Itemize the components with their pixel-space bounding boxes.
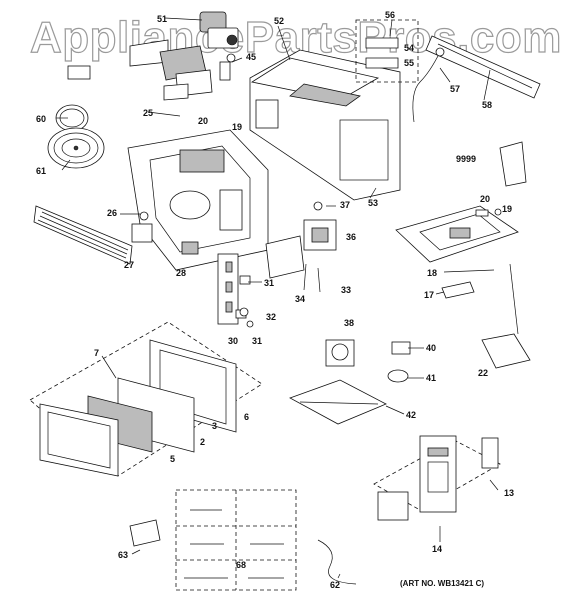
callout-37: 37 <box>340 200 350 210</box>
door-parts <box>39 339 237 477</box>
transformer <box>303 219 337 251</box>
part-34 <box>303 263 307 291</box>
fan-motor-part <box>129 11 239 101</box>
callout-5: 5 <box>170 454 175 464</box>
callout-38: 38 <box>344 318 354 328</box>
callout-36: 36 <box>346 232 356 242</box>
callout-54: 54 <box>404 43 414 53</box>
outer-case <box>249 49 401 201</box>
part-17 <box>441 281 475 299</box>
callout-14: 14 <box>432 544 442 554</box>
callout-33: 33 <box>341 285 351 295</box>
callout-19: 19 <box>232 122 242 132</box>
callout-31: 31 <box>264 278 274 288</box>
callout-20: 20 <box>198 116 208 126</box>
callout-55: 55 <box>404 58 414 68</box>
door-group-outline <box>29 321 263 477</box>
capacitor-41 <box>387 369 409 383</box>
part-33 <box>317 267 321 293</box>
callout-27: 27 <box>124 260 134 270</box>
callout-51: 51 <box>157 14 167 24</box>
callout-61: 61 <box>36 166 46 176</box>
callout-22: 22 <box>478 368 488 378</box>
watermark-text: AppliancePartsPros.com <box>30 13 562 62</box>
callout-42: 42 <box>406 410 416 420</box>
callout-34: 34 <box>295 294 305 304</box>
bag-63 <box>129 519 161 547</box>
callout-57: 57 <box>450 84 460 94</box>
part-40 <box>391 341 411 355</box>
callout-31b: 31 <box>252 336 262 346</box>
callout-13: 13 <box>504 488 514 498</box>
callout-32: 32 <box>266 312 276 322</box>
manual-9999 <box>499 141 527 187</box>
callout-18: 18 <box>427 268 437 278</box>
callout-58: 58 <box>482 100 492 110</box>
callout-26: 26 <box>107 208 117 218</box>
callout-30: 30 <box>228 336 238 346</box>
callout-labels: 51 56 52 45 54 55 57 58 60 25 20 19 61 9… <box>36 10 514 590</box>
callout-62: 62 <box>330 580 340 590</box>
callout-2: 2 <box>200 437 205 447</box>
art-number: (ART NO. WB13421 C) <box>400 579 484 588</box>
capacitor-bracket <box>265 235 305 279</box>
parts-54-55 <box>365 37 399 69</box>
callout-56: 56 <box>385 10 395 20</box>
callout-7: 7 <box>94 348 99 358</box>
part-27 <box>131 223 153 243</box>
leader-22 <box>509 263 519 335</box>
bottom-plate <box>395 205 519 263</box>
mounting-rail <box>425 35 541 99</box>
callout-25: 25 <box>143 108 153 118</box>
filter-22 <box>481 333 531 369</box>
callout-63: 63 <box>118 550 128 560</box>
screws <box>184 509 284 579</box>
magnetron <box>325 339 355 367</box>
wire-harness-57 <box>412 47 445 123</box>
base-plate-42 <box>289 379 387 425</box>
leader-lines <box>56 17 499 579</box>
turntable-parts <box>47 104 105 169</box>
filter-part <box>67 65 91 80</box>
callout-52: 52 <box>274 16 284 26</box>
vent-grille <box>33 205 133 265</box>
callout-45: 45 <box>246 52 256 62</box>
callout-20b: 20 <box>480 194 490 204</box>
part-20-19 <box>475 208 502 217</box>
power-cord-62 <box>317 539 357 585</box>
callout-60: 60 <box>36 114 46 124</box>
callout-19b: 19 <box>502 204 512 214</box>
part-28 <box>181 241 199 255</box>
callout-17: 17 <box>424 290 434 300</box>
microwave-cavity <box>127 129 269 271</box>
callout-6: 6 <box>244 412 249 422</box>
part-box-54-55 <box>355 19 419 83</box>
part-37 <box>313 201 323 211</box>
latch-assembly <box>217 253 254 328</box>
callout-41: 41 <box>426 373 436 383</box>
callout-68: 68 <box>236 560 246 570</box>
callout-40: 40 <box>426 343 436 353</box>
callout-53: 53 <box>368 198 378 208</box>
callout-9999: 9999 <box>456 154 476 164</box>
callout-3: 3 <box>212 421 217 431</box>
callout-28: 28 <box>176 268 186 278</box>
control-panel <box>377 435 499 521</box>
